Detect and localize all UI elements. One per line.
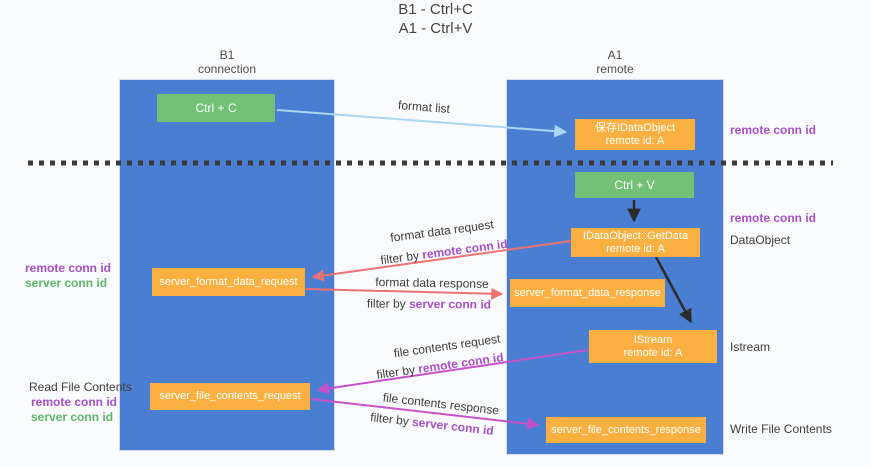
lane-header-b1: B1 bbox=[219, 48, 235, 62]
node-istream-line2: remote id: A bbox=[623, 346, 683, 359]
diagram-title: B1 - Ctrl+C A1 - Ctrl+V bbox=[0, 0, 871, 38]
side-label-left-remote-conn-id: remote conn id bbox=[25, 261, 112, 275]
node-ctrl-c: Ctrl + C bbox=[157, 94, 275, 122]
lane-header-a1: A1 bbox=[607, 48, 623, 62]
side-label-remote-conn-id-top: remote conn id bbox=[730, 123, 817, 137]
filter-by-text: filter by bbox=[379, 248, 420, 268]
side-label-left-bottom-server-conn-id: server conn id bbox=[31, 410, 114, 424]
node-server-format-data-response: server_format_data_response bbox=[510, 279, 665, 307]
node-server-format-data-response-label: server_format_data_response bbox=[514, 286, 661, 299]
title-line-1: B1 - Ctrl+C bbox=[398, 1, 473, 18]
side-label-left-bottom-remote-conn-id: remote conn id bbox=[31, 395, 118, 409]
title-line-2: A1 - Ctrl+V bbox=[398, 20, 473, 37]
side-label-write-file-contents: Write File Contents bbox=[730, 422, 832, 436]
node-save-idataobject: 保存IDataObject remote id: A bbox=[575, 119, 695, 150]
node-idataobject-getdata: IDataObject::GetData remote id: A bbox=[571, 228, 700, 257]
node-ctrl-v: Ctrl + V bbox=[575, 172, 694, 198]
node-ctrl-v-label: Ctrl + V bbox=[614, 177, 655, 192]
node-server-file-contents-response-label: server_file_contents_response bbox=[551, 423, 701, 436]
filter-by-text: filter by bbox=[369, 410, 410, 429]
label-filter-by-server-conn-id-1: filter by server conn id bbox=[367, 296, 491, 311]
side-label-dataobject: DataObject bbox=[730, 233, 791, 247]
node-ctrl-c-label: Ctrl + C bbox=[195, 100, 237, 115]
filter-by-text: filter by bbox=[366, 296, 406, 311]
node-server-file-contents-response: server_file_contents_response bbox=[546, 417, 706, 443]
lane-header-remote: remote bbox=[596, 62, 634, 76]
node-istream-line1: IStream bbox=[633, 333, 673, 346]
lane-header-b1-connection: B1 connection bbox=[119, 48, 335, 76]
node-server-file-contents-request-label: server_file_contents_request bbox=[159, 390, 301, 402]
node-getdata-line1: IDataObject::GetData bbox=[582, 229, 689, 242]
lane-header-connection: connection bbox=[197, 62, 257, 76]
node-save-idataobject-line2: remote id: A bbox=[605, 134, 665, 147]
node-server-file-contents-request: server_file_contents_request bbox=[150, 383, 310, 410]
side-label-read-file-contents: Read File Contents bbox=[29, 380, 132, 394]
node-istream: IStream remote id: A bbox=[589, 330, 717, 363]
node-getdata-line2: remote id: A bbox=[606, 242, 665, 255]
label-format-list: format list bbox=[397, 97, 451, 117]
label-format-data-response: format data response bbox=[375, 275, 489, 291]
node-server-format-data-request: server_format_data_request bbox=[152, 268, 305, 296]
side-label-remote-conn-id-mid: remote conn id bbox=[730, 211, 817, 225]
server-conn-id-text: server conn id bbox=[411, 414, 495, 438]
server-conn-id-text: server conn id bbox=[408, 296, 492, 312]
side-label-istream: Istream bbox=[730, 340, 771, 354]
filter-by-text: filter by bbox=[375, 362, 416, 382]
node-save-idataobject-line1: 保存IDataObject bbox=[594, 121, 676, 134]
remote-conn-id-text: remote conn id bbox=[421, 236, 509, 262]
node-server-format-data-request-label: server_format_data_request bbox=[159, 275, 298, 288]
lane-header-a1-remote: A1 remote bbox=[506, 48, 724, 76]
side-label-left-server-conn-id: server conn id bbox=[25, 276, 108, 290]
